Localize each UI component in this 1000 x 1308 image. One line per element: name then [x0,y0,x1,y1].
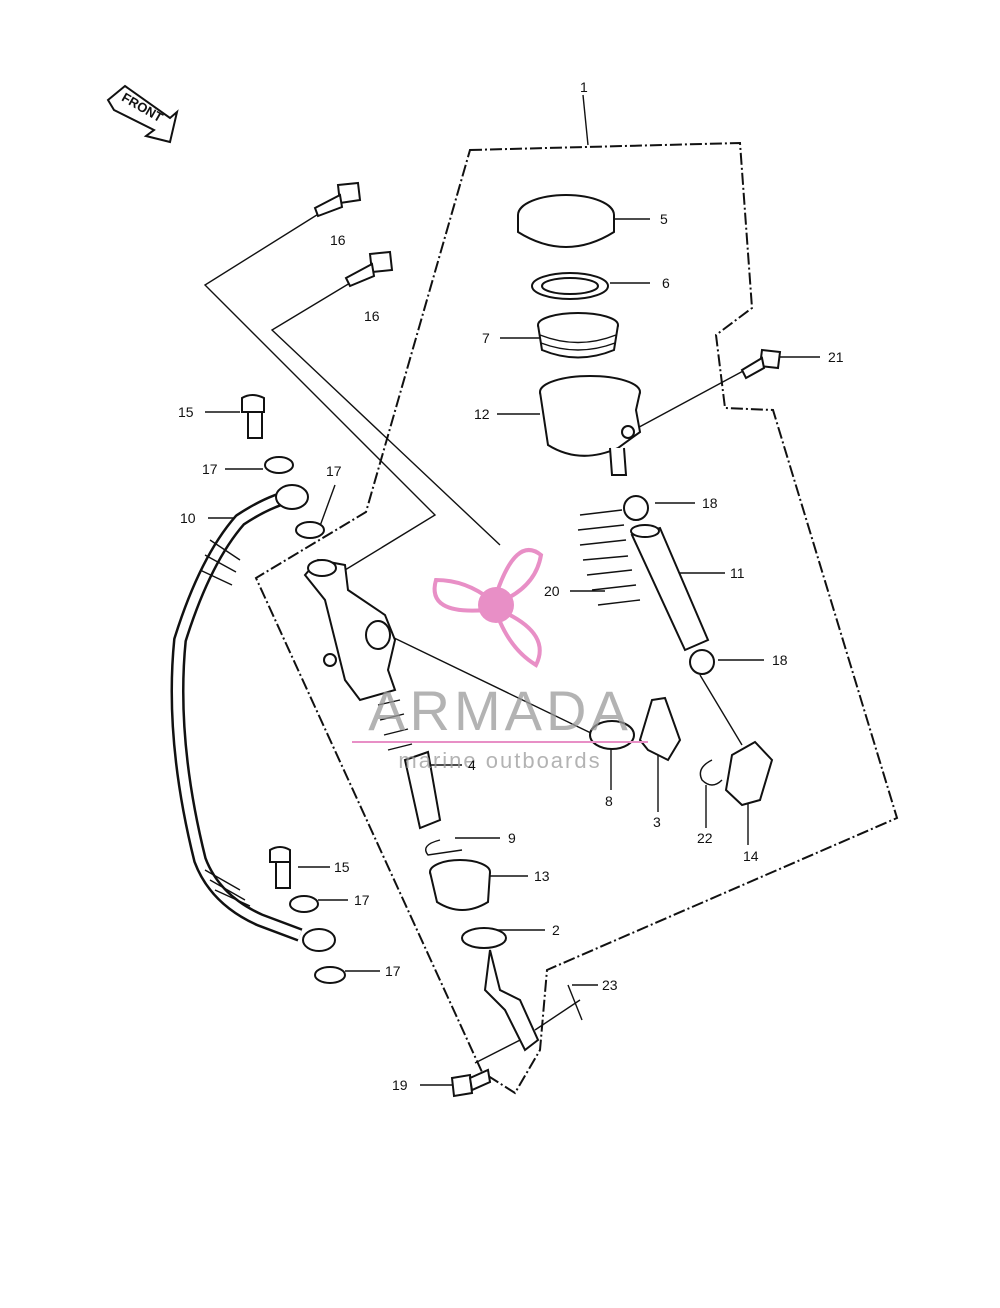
callout-label: 10 [180,510,196,526]
callout-label: 6 [662,275,670,291]
callout-label: 16 [330,232,346,248]
part-clamp-18a [623,495,649,521]
part-spring-20 [577,509,641,606]
callout-label: 11 [730,565,745,581]
callout-label: 15 [334,859,350,875]
part-pin-19 [450,1068,492,1098]
part-bolt-16b [344,250,394,288]
part-clamp-18b [689,649,715,675]
callout-label: 22 [697,830,713,846]
callout-label: 12 [474,406,490,422]
watermark-tagline: marine outboards [398,748,601,773]
propeller-icon [432,548,544,668]
part-hose-11 [630,524,710,652]
callout-label: 17 [326,463,342,479]
callout-label: 20 [544,583,560,599]
callout-label: 16 [364,308,380,324]
callout-labels: 1 5 6 7 21 12 16 16 15 17 17 10 18 11 20… [178,79,844,1093]
part-master-cylinder [303,558,397,702]
callout-label: 18 [772,652,788,668]
part-cotter-pin-23 [567,984,583,1021]
part-piston-spring-4 [377,699,442,830]
callout-label: 15 [178,404,194,420]
part-diaphragm [537,312,619,359]
callout-label: 3 [653,814,661,830]
callout-label: 2 [552,922,560,938]
part-bolt-21 [740,348,782,380]
callout-label: 13 [534,868,550,884]
callout-label: 9 [508,830,516,846]
watermark-brand: ARMADA [368,679,632,742]
leader-lines [203,94,820,1086]
part-clip-22 [699,759,723,786]
callout-label: 7 [482,330,490,346]
part-washer-17d [314,966,346,984]
assembly-boundary [254,141,899,1095]
part-bolt-16a [313,181,362,218]
part-cap [517,194,615,248]
part-hose [170,484,336,952]
watermark: ARMADA marine outboards [352,548,648,773]
part-banjo-bolt-15-top [241,394,265,439]
callout-label: 8 [605,793,613,809]
callout-label: 17 [354,892,370,908]
callout-label: 21 [828,349,844,365]
callout-label: 18 [702,495,718,511]
callout-label: 5 [660,211,668,227]
callout-label: 19 [392,1077,408,1093]
part-clip-9 [425,839,463,856]
callout-label: 17 [385,963,401,979]
part-pushrod-2 [461,927,540,1052]
part-joint-14 [724,740,774,807]
part-washer-17b [295,521,325,539]
part-washer-17a [264,456,294,474]
part-banjo-bolt-15-bottom [269,846,291,889]
callout-label: 17 [202,461,218,477]
callout-label: 4 [468,757,476,773]
callout-label: 14 [743,848,759,864]
part-reservoir [539,375,642,476]
callout-label: 1 [580,79,588,95]
front-arrow-icon: FRONT [106,84,179,144]
callout-label: 23 [602,977,618,993]
part-elbow-3 [638,696,682,762]
part-boot-13 [429,859,491,911]
part-washer-17c [289,895,319,913]
